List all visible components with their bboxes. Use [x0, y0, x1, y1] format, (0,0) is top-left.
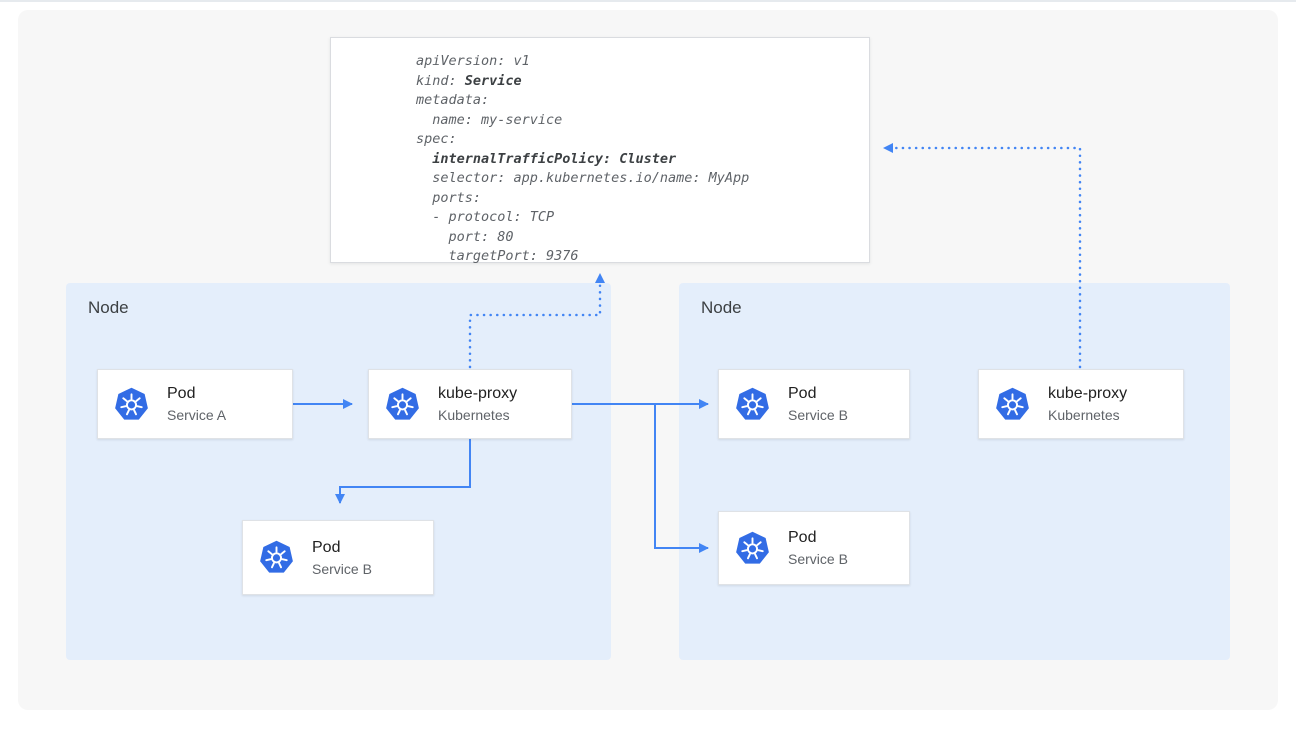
code-segment: metadata:: [416, 92, 490, 108]
card-subtitle: Service B: [788, 551, 848, 567]
node-label: Node: [701, 298, 742, 317]
node-left: Node: [66, 283, 611, 660]
kubernetes-icon: [735, 531, 770, 566]
yaml-line: metadata:: [416, 91, 869, 111]
code-segment: selector: app.kubernetes.io/name: MyApp: [416, 170, 750, 186]
yaml-line: name: my-service: [416, 111, 869, 131]
card-pod-service-b-left: Pod Service B: [242, 520, 434, 595]
node-label: Node: [88, 298, 129, 317]
card-kube-proxy-right: kube-proxy Kubernetes: [978, 369, 1184, 439]
yaml-line: kind: Service: [416, 72, 869, 92]
card-subtitle: Service B: [312, 560, 372, 577]
card-subtitle: Service B: [788, 407, 848, 423]
code-segment: Service: [464, 72, 522, 89]
yaml-line: - protocol: TCP: [416, 208, 869, 228]
top-border-line: [0, 0, 1296, 2]
kubernetes-icon: [735, 387, 770, 422]
card-pod-service-b-right-top: Pod Service B: [718, 369, 910, 439]
card-subtitle: Service A: [167, 407, 227, 423]
yaml-line: ports:: [416, 189, 869, 209]
card-text: kube-proxy Kubernetes: [1048, 384, 1127, 424]
yaml-line: apiVersion: v1: [416, 52, 869, 72]
code-segment: - protocol: TCP: [416, 209, 555, 225]
code-segment: spec:: [416, 131, 457, 147]
card-title: kube-proxy: [1048, 385, 1128, 402]
kubernetes-icon: [995, 387, 1030, 422]
kubernetes-icon: [385, 387, 420, 422]
card-subtitle: Kubernetes: [438, 407, 510, 423]
card-pod-service-b-right-bottom: Pod Service B: [718, 511, 910, 585]
yaml-line: port: 80: [416, 228, 869, 248]
node-right: Node: [679, 283, 1230, 660]
card-text: kube-proxy Kubernetes: [438, 384, 517, 424]
card-pod-service-a: Pod Service A: [97, 369, 293, 439]
card-text: Pod Service A: [167, 384, 226, 424]
card-text: Pod Service B: [788, 384, 848, 424]
yaml-line: selector: app.kubernetes.io/name: MyApp: [416, 169, 869, 189]
kubernetes-icon: [259, 540, 294, 575]
code-segment: targetPort: 9376: [416, 248, 579, 264]
code-segment: internalTrafficPolicy: Cluster: [432, 150, 677, 167]
yaml-line: spec:: [416, 130, 869, 150]
card-title: kube-proxy: [438, 385, 518, 402]
card-text: Pod Service B: [312, 538, 372, 578]
yaml-line: internalTrafficPolicy: Cluster: [416, 150, 869, 170]
code-segment: ports:: [416, 189, 482, 206]
service-yaml-card: apiVersion: v1 kind: Service metadata: n…: [330, 37, 870, 264]
card-title: Pod: [788, 529, 817, 546]
code-segment: [416, 151, 432, 167]
card-title: Pod: [167, 385, 196, 402]
code-segment: apiVersion: v1: [416, 53, 530, 69]
card-title: Pod: [312, 538, 341, 556]
card-subtitle: Kubernetes: [1048, 407, 1120, 423]
code-segment: kind:: [416, 72, 465, 89]
yaml-line: targetPort: 9376: [416, 247, 869, 267]
kubernetes-icon: [114, 387, 149, 422]
card-title: Pod: [788, 385, 817, 402]
code-segment: name: my-service: [416, 111, 563, 128]
card-kube-proxy-left: kube-proxy Kubernetes: [368, 369, 572, 439]
code-segment: port: 80: [416, 228, 514, 245]
card-text: Pod Service B: [788, 528, 848, 568]
